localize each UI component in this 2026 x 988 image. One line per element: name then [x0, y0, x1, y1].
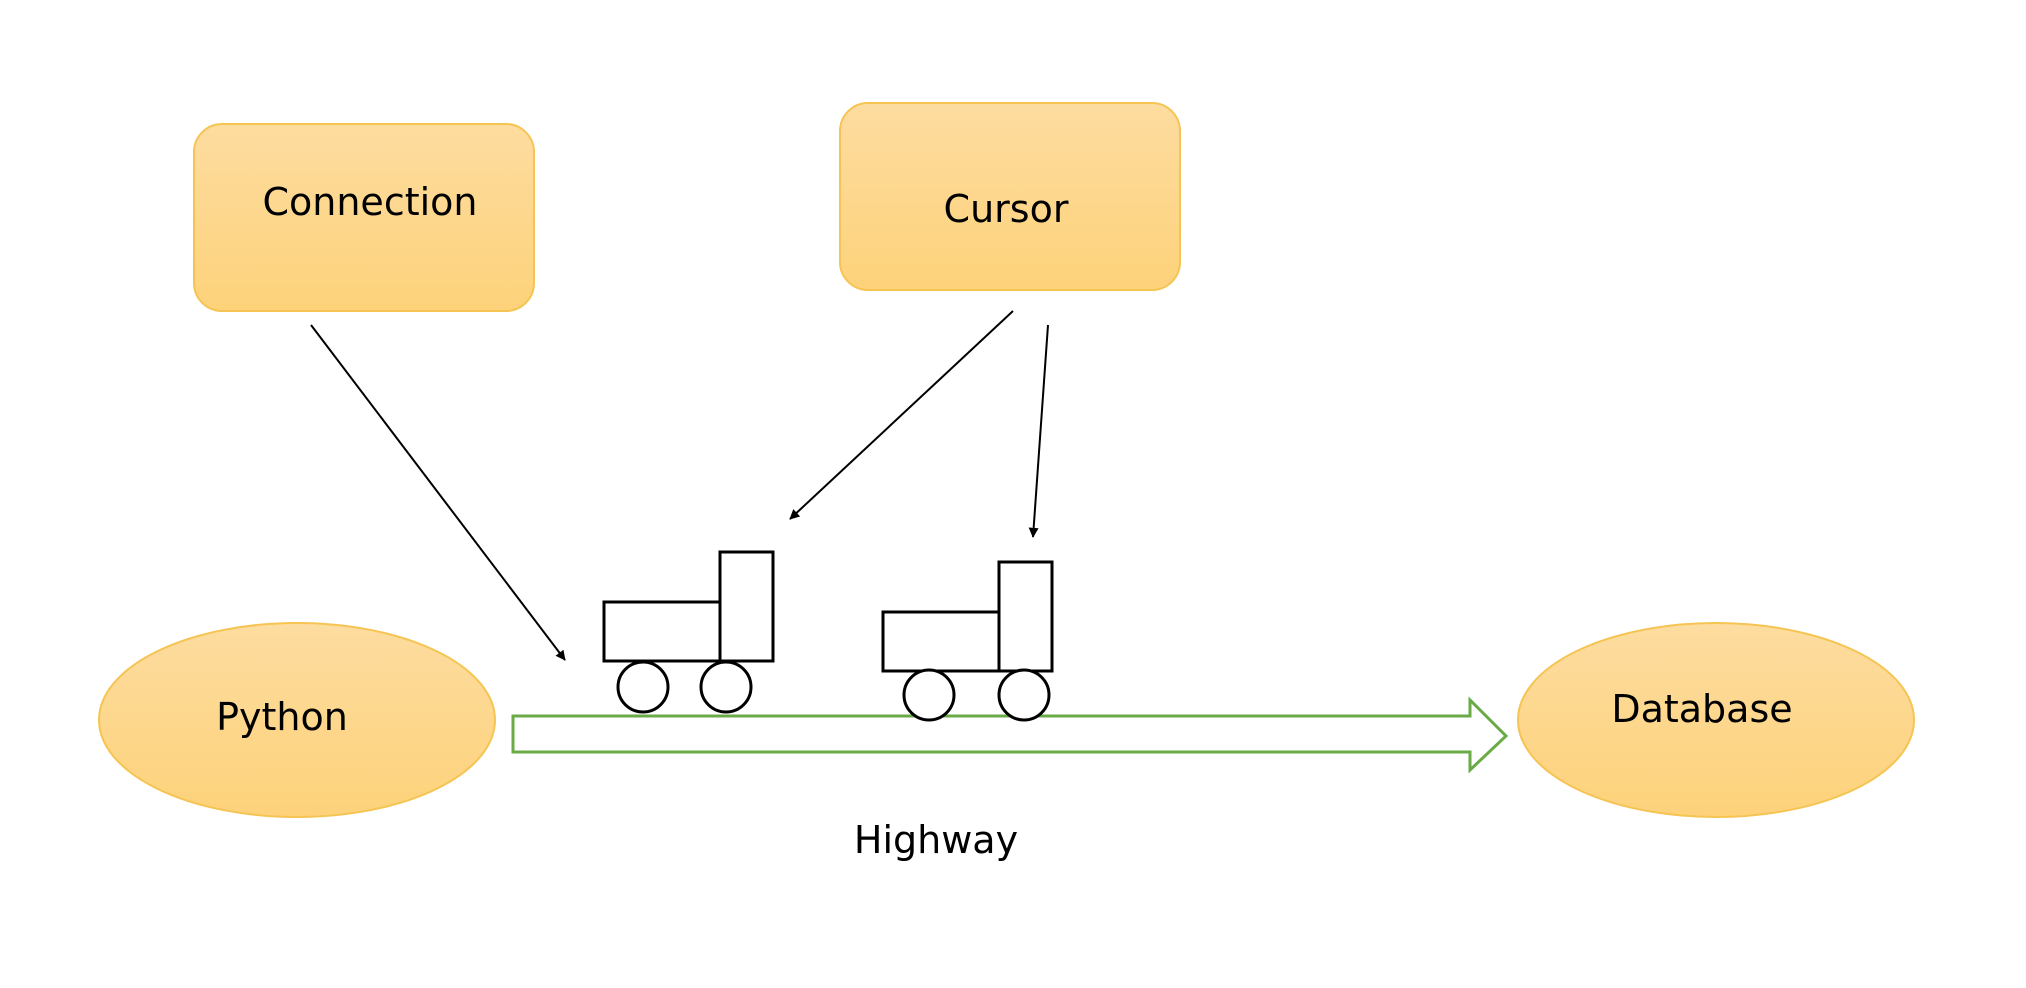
highway-arrow — [511, 696, 1509, 774]
cursor-box — [839, 102, 1181, 291]
highway-label: Highway — [854, 818, 1018, 862]
python-label: Python — [216, 695, 348, 739]
truck-icon — [881, 560, 1054, 722]
cursor-to-truck2-arrow — [1028, 324, 1049, 538]
connection-box — [193, 123, 535, 312]
cursor-to-truck1-arrow — [789, 310, 1014, 520]
cursor-node[interactable]: Cursor — [839, 102, 1181, 291]
database-node[interactable]: Database — [1517, 622, 1915, 818]
connection-node[interactable]: Connection — [193, 123, 535, 312]
connection-label: Connection — [262, 180, 477, 224]
database-ellipse — [1517, 622, 1915, 818]
database-label: Database — [1611, 687, 1792, 731]
cursor-label: Cursor — [944, 187, 1069, 231]
python-ellipse — [98, 622, 496, 818]
truck-icon — [602, 550, 775, 714]
python-node[interactable]: Python — [98, 622, 496, 818]
connection-to-truck-arrow — [310, 324, 566, 661]
